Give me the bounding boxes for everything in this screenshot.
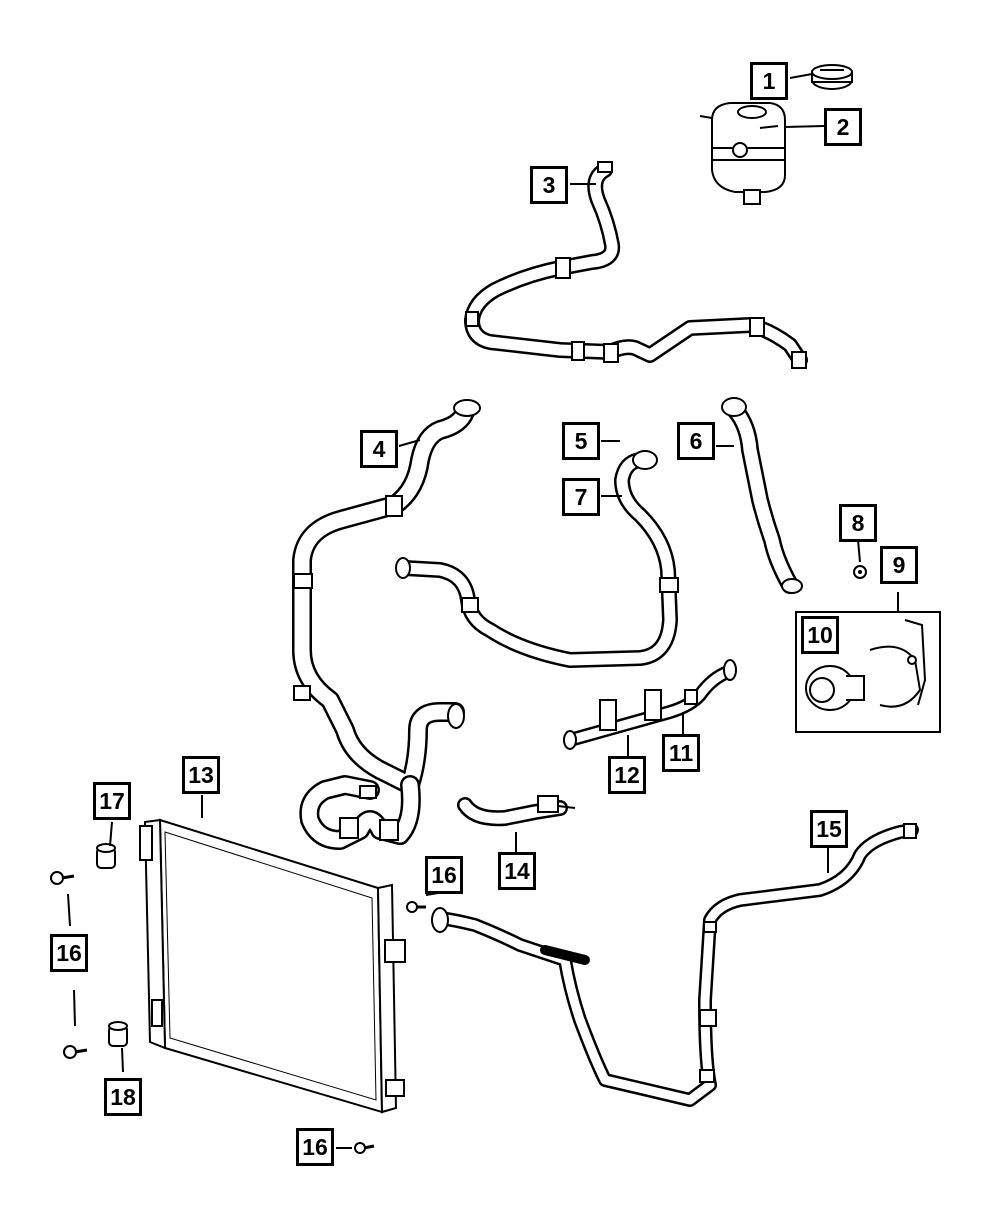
part-14-hose bbox=[457, 795, 576, 827]
lower-hose-assembly bbox=[299, 775, 421, 850]
part-8-nut bbox=[853, 565, 867, 579]
part-16-bolt-upper-left bbox=[50, 871, 75, 885]
callout-16-left: 16 bbox=[50, 934, 88, 972]
part-5-7-hose bbox=[395, 450, 679, 668]
part-6-hose bbox=[721, 397, 803, 594]
callout-9: 9 bbox=[880, 546, 918, 584]
part-1-cap bbox=[811, 64, 853, 90]
callout-18: 18 bbox=[104, 1078, 142, 1116]
part-4-hose bbox=[292, 399, 481, 795]
callout-13: 13 bbox=[182, 756, 220, 794]
part-16-bolt-lower-left bbox=[63, 1045, 88, 1059]
callout-5: 5 bbox=[562, 422, 600, 460]
part-11-12-tube bbox=[563, 659, 737, 750]
callout-17: 17 bbox=[93, 782, 131, 820]
part-16-bolt-middle bbox=[406, 901, 426, 913]
leader-4 bbox=[398, 439, 421, 447]
leader-16a-bottom bbox=[73, 989, 76, 1027]
part-18-grommet bbox=[108, 1021, 128, 1047]
callout-16-middle: 16 bbox=[425, 856, 463, 894]
callout-4: 4 bbox=[360, 430, 398, 468]
part-15-hose bbox=[431, 823, 919, 1107]
callout-12: 12 bbox=[608, 756, 646, 794]
leader-17 bbox=[109, 821, 113, 847]
leader-1 bbox=[789, 73, 813, 79]
callout-15: 15 bbox=[810, 810, 848, 848]
callout-2: 2 bbox=[824, 108, 862, 146]
part-3-hose bbox=[464, 161, 808, 369]
callout-10: 10 bbox=[801, 616, 839, 654]
part-16-bolt-bottom bbox=[354, 1142, 375, 1154]
part-17-grommet bbox=[96, 843, 116, 869]
callout-11: 11 bbox=[662, 734, 700, 772]
callout-3: 3 bbox=[530, 166, 568, 204]
part-2-reservoir bbox=[699, 102, 786, 205]
callout-16-bottom: 16 bbox=[296, 1128, 334, 1166]
leader-16a-top bbox=[67, 893, 71, 927]
callout-14: 14 bbox=[498, 852, 536, 890]
leader-8 bbox=[857, 539, 861, 563]
callout-8: 8 bbox=[839, 504, 877, 542]
callout-1: 1 bbox=[750, 62, 788, 100]
leader-18 bbox=[121, 1047, 124, 1073]
leader-2 bbox=[784, 125, 825, 128]
callout-6: 6 bbox=[677, 422, 715, 460]
callout-7: 7 bbox=[562, 478, 600, 516]
part-13-radiator bbox=[139, 818, 406, 1114]
